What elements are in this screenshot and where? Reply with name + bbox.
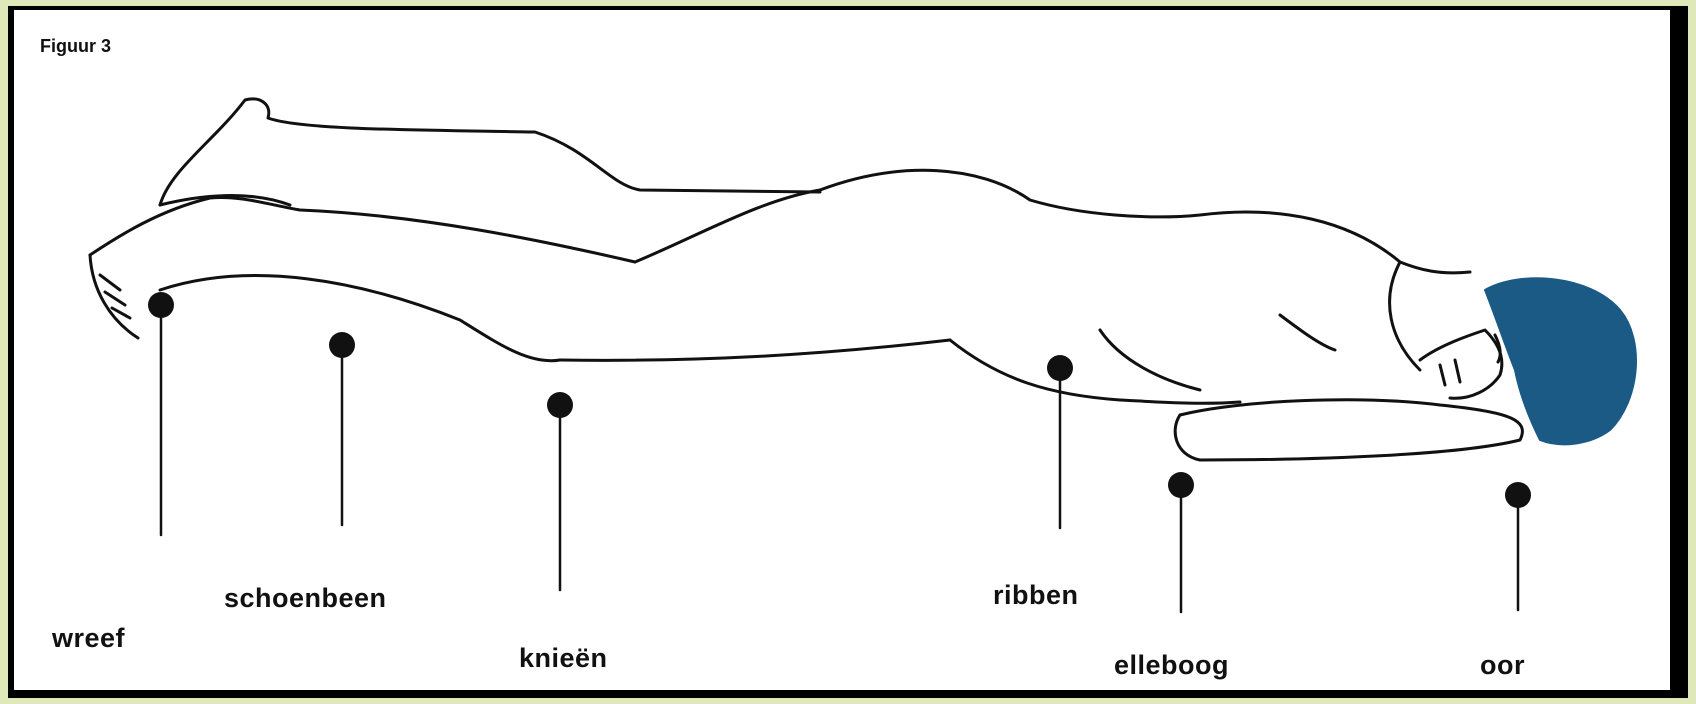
knieen-marker xyxy=(547,392,573,418)
label-wreef: wreef xyxy=(52,623,125,654)
ribben-marker xyxy=(1047,355,1073,381)
elleboog-marker xyxy=(1168,472,1194,498)
body-outline xyxy=(90,99,1522,460)
label-ribben: ribben xyxy=(993,580,1079,611)
label-schoenbeen: schoenbeen xyxy=(224,583,387,614)
label-knieen: knieën xyxy=(519,643,608,674)
wreef-marker xyxy=(148,292,174,318)
oor-marker xyxy=(1505,482,1531,508)
schoenbeen-marker xyxy=(329,332,355,358)
label-elleboog: elleboog xyxy=(1114,650,1229,681)
label-oor: oor xyxy=(1480,650,1525,681)
hair-shape xyxy=(1485,278,1636,444)
